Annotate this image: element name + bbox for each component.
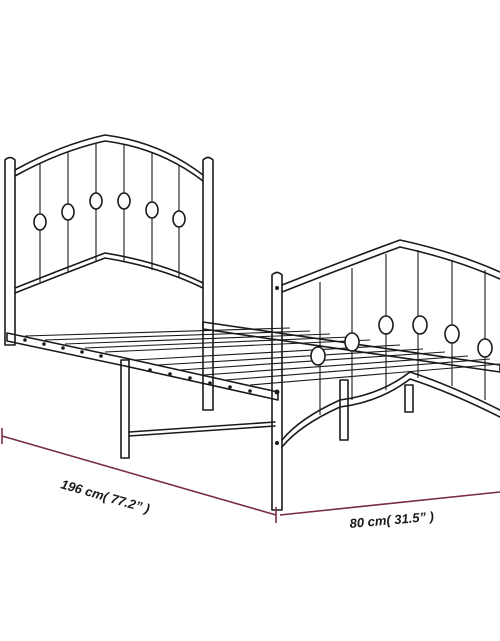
length-label: 196 cm( 77.2” ) (59, 476, 151, 516)
width-label: 80 cm( 31.5” ) (349, 509, 435, 531)
footboard (271, 239, 500, 511)
side-rails (6, 321, 500, 459)
width-dimension-line (279, 491, 500, 516)
headboard (4, 134, 214, 411)
length-dimension-line (1, 428, 277, 523)
